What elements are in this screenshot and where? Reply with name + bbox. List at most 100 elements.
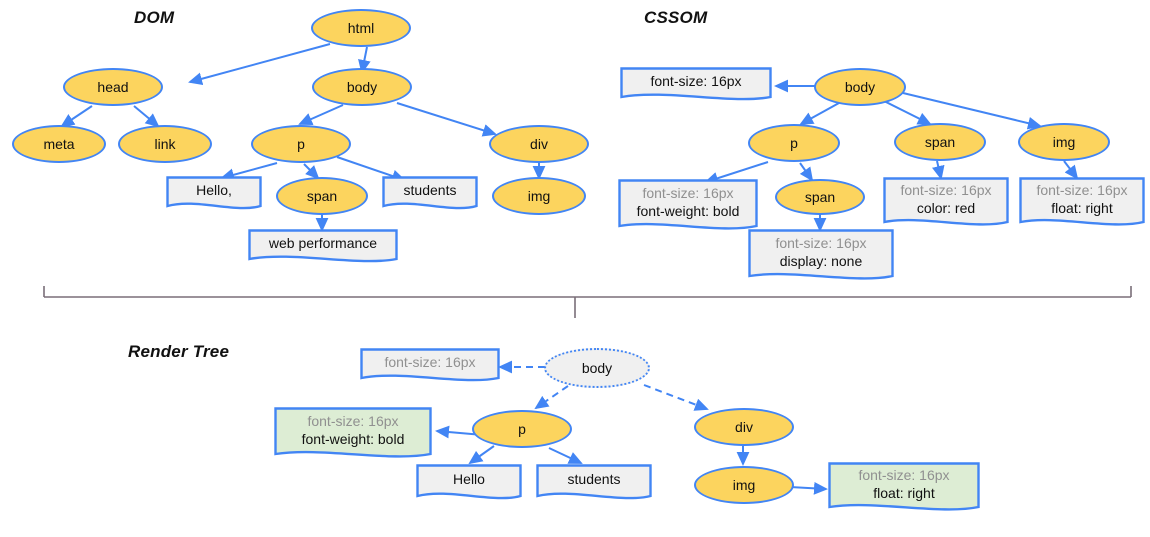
edge-head-link bbox=[133, 105, 160, 128]
render-node-p[interactable]: p bbox=[472, 410, 572, 448]
edge-render-p-hello bbox=[468, 445, 495, 465]
cssom-rule-span-outer[interactable]: font-size: 16px color: red bbox=[883, 177, 1009, 231]
dom-node-span[interactable]: span bbox=[276, 177, 368, 215]
dom-text-students[interactable]: students bbox=[382, 176, 478, 214]
dom-text-hello[interactable]: Hello, bbox=[166, 176, 262, 214]
doc-shape bbox=[248, 229, 398, 263]
cssom-rule-span-inner[interactable]: font-size: 16px display: none bbox=[748, 229, 894, 285]
node-label: html bbox=[347, 20, 375, 36]
dom-node-link[interactable]: link bbox=[118, 125, 212, 163]
dom-node-head[interactable]: head bbox=[63, 68, 163, 106]
doc-shape bbox=[274, 407, 432, 458]
rule-line: font-size: 16px bbox=[1036, 182, 1128, 199]
node-label: img bbox=[732, 477, 756, 493]
node-label: Hello, bbox=[196, 181, 232, 198]
section-bracket bbox=[43, 286, 1132, 318]
render-rule-img[interactable]: font-size: 16px float: right bbox=[828, 462, 980, 516]
render-rule-body[interactable]: font-size: 16px bbox=[360, 348, 500, 386]
rule-line: font-weight: bold bbox=[636, 202, 740, 219]
node-label: p bbox=[518, 421, 526, 437]
node-label: body bbox=[346, 79, 378, 95]
node-label: students bbox=[567, 470, 621, 487]
dom-node-img[interactable]: img bbox=[492, 177, 586, 215]
rule-line: float: right bbox=[873, 484, 935, 501]
cssom-rule-img[interactable]: font-size: 16px float: right bbox=[1019, 177, 1145, 231]
rule-line: font-size: 16px bbox=[642, 185, 734, 202]
edge-cssom-body-p bbox=[799, 102, 840, 125]
cssom-node-span-outer[interactable]: span bbox=[894, 123, 986, 161]
node-label: img bbox=[527, 188, 551, 204]
node-label: div bbox=[735, 419, 753, 435]
node-label: p bbox=[297, 136, 305, 152]
edge-p-span bbox=[303, 163, 320, 180]
doc-shape bbox=[166, 176, 262, 210]
rule-line: color: red bbox=[916, 199, 976, 216]
render-node-div[interactable]: div bbox=[694, 408, 794, 446]
edge-cssom-img-rule bbox=[1063, 160, 1079, 180]
render-node-body[interactable]: body bbox=[544, 348, 650, 388]
node-label: div bbox=[530, 136, 548, 152]
dom-node-p[interactable]: p bbox=[251, 125, 351, 163]
doc-shape bbox=[360, 348, 500, 382]
edge-render-body-div bbox=[643, 384, 709, 411]
cssom-section-title: CSSOM bbox=[644, 8, 708, 27]
node-label: web performance bbox=[268, 234, 378, 251]
rule-line: font-size: 16px bbox=[650, 72, 742, 89]
cssom-node-p[interactable]: p bbox=[748, 124, 840, 162]
cssom-rule-p[interactable]: font-size: 16px font-weight: bold bbox=[618, 179, 758, 235]
cssom-rule-body[interactable]: font-size: 16px bbox=[620, 67, 772, 105]
node-label: meta bbox=[43, 136, 75, 152]
node-label: link bbox=[154, 136, 176, 152]
node-label: p bbox=[790, 135, 798, 151]
dom-text-webperformance[interactable]: web performance bbox=[248, 229, 398, 267]
dom-node-meta[interactable]: meta bbox=[12, 125, 106, 163]
dom-node-div[interactable]: div bbox=[489, 125, 589, 163]
node-label: span bbox=[804, 189, 836, 205]
node-label: img bbox=[1052, 134, 1076, 150]
doc-shape bbox=[828, 462, 980, 511]
doc-shape bbox=[618, 179, 758, 230]
edge-cssom-p-spaninner bbox=[799, 162, 814, 182]
edge-cssom-spanouter-rule bbox=[932, 160, 945, 180]
dom-section-title: DOM bbox=[134, 8, 175, 27]
rule-line: font-size: 16px bbox=[307, 413, 399, 430]
edge-html-head bbox=[188, 43, 331, 86]
node-label: students bbox=[403, 181, 457, 198]
edge-cssom-body-span bbox=[883, 100, 932, 125]
node-label: head bbox=[97, 79, 129, 95]
edge-render-p-students bbox=[548, 447, 583, 464]
doc-shape bbox=[1019, 177, 1145, 226]
render-text-students[interactable]: students bbox=[536, 464, 652, 504]
node-label: body bbox=[844, 79, 876, 95]
dom-node-html[interactable]: html bbox=[311, 9, 411, 47]
node-label: span bbox=[306, 188, 338, 204]
rule-line: font-size: 16px bbox=[384, 353, 476, 370]
cssom-node-body[interactable]: body bbox=[814, 68, 906, 106]
rule-line: font-size: 16px bbox=[858, 467, 950, 484]
render-text-hello[interactable]: Hello bbox=[416, 464, 522, 504]
render-rule-p[interactable]: font-size: 16px font-weight: bold bbox=[274, 407, 432, 463]
doc-shape bbox=[382, 176, 478, 210]
doc-shape bbox=[536, 464, 652, 500]
rule-line: font-weight: bold bbox=[301, 430, 405, 447]
render-section-title: Render Tree bbox=[128, 342, 230, 361]
node-label: body bbox=[581, 360, 613, 376]
render-node-img[interactable]: img bbox=[694, 466, 794, 504]
edge-render-img-rule bbox=[789, 481, 828, 495]
doc-shape bbox=[883, 177, 1009, 226]
doc-shape bbox=[416, 464, 522, 500]
edge-head-meta bbox=[60, 105, 93, 128]
cssom-node-img[interactable]: img bbox=[1018, 123, 1110, 161]
edge-render-body-p bbox=[534, 385, 569, 410]
doc-shape bbox=[748, 229, 894, 280]
edge-cssom-body-img bbox=[902, 92, 1042, 130]
rule-line: float: right bbox=[1051, 199, 1113, 216]
rule-line: font-size: 16px bbox=[775, 235, 867, 252]
edge-body-div bbox=[396, 102, 497, 137]
rule-line: font-size: 16px bbox=[900, 182, 992, 199]
rule-line: display: none bbox=[779, 252, 863, 269]
cssom-node-span-inner[interactable]: span bbox=[775, 179, 865, 215]
dom-node-body[interactable]: body bbox=[312, 68, 412, 106]
